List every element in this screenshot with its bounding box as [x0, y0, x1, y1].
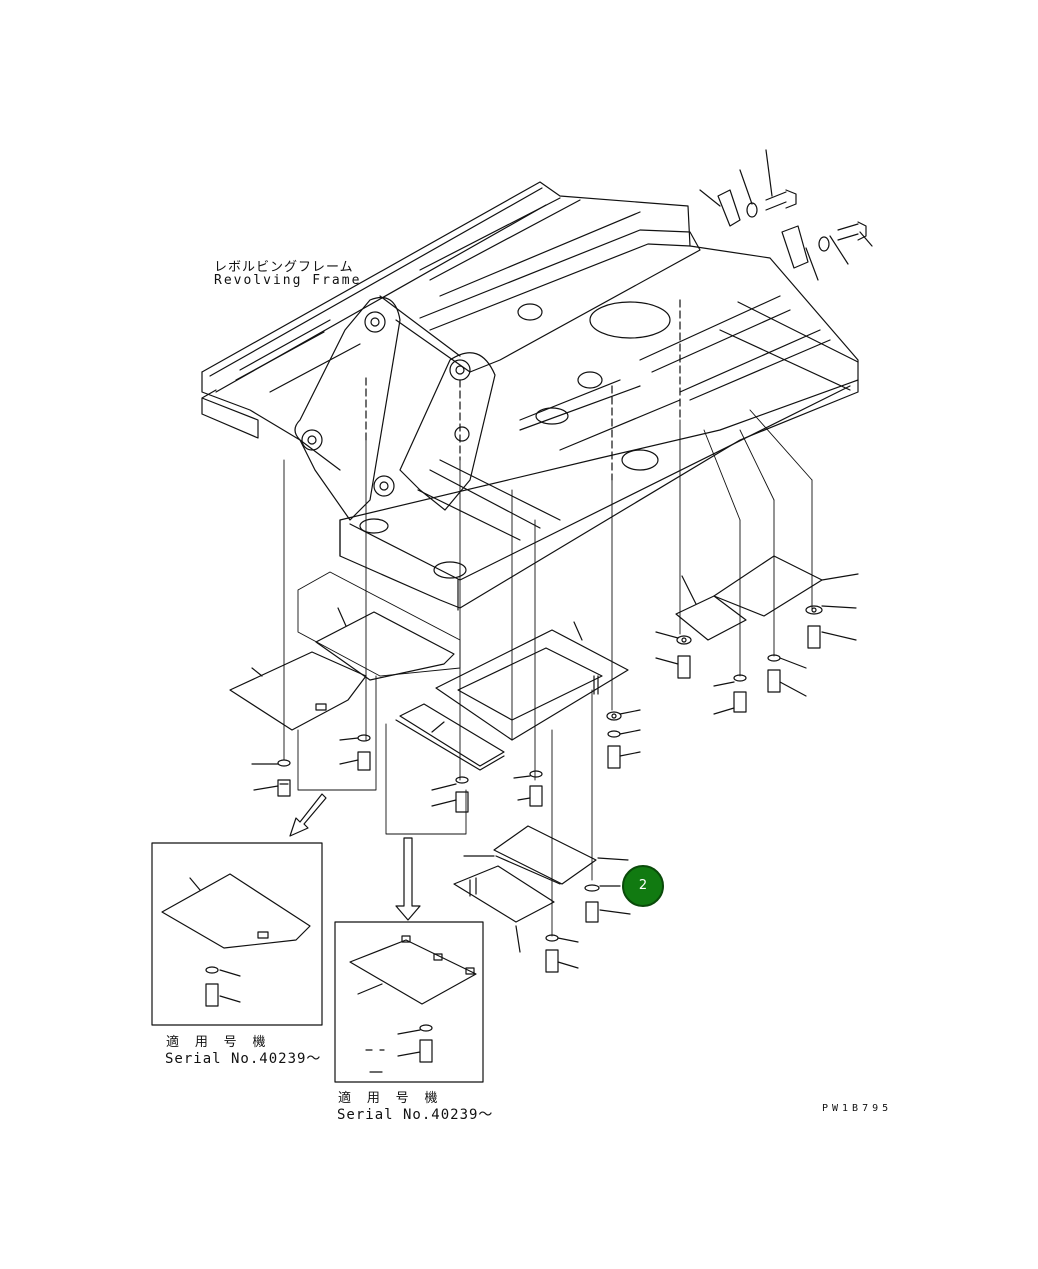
frame-label-japanese: レボルビングフレーム [214, 260, 354, 275]
inset-left [151, 842, 323, 1026]
inset-arrows [289, 793, 421, 921]
inset-right-applicability-label: 適 用 号 機 [338, 1091, 442, 1106]
frame-label-english: Revolving Frame [214, 273, 362, 288]
inset-right [334, 921, 484, 1083]
inset-left-applicability-label: 適 用 号 機 [166, 1035, 270, 1050]
right-cover-plates [675, 555, 859, 641]
inset-left-serial-label: Serial No.40239～ [165, 1051, 322, 1067]
revolving-frame [201, 181, 859, 611]
inset-right-serial-label: Serial No.40239～ [337, 1107, 494, 1123]
alignment-dashed-lines [365, 299, 681, 481]
drawing-code: PW1B795 [822, 1103, 893, 1114]
part-callout-badge[interactable]: 2 [622, 865, 664, 907]
lower-center-plates [453, 825, 629, 953]
left-cover-plates [229, 571, 461, 791]
leader-lines [283, 409, 813, 937]
frame-mount-brackets [699, 149, 873, 281]
bolts-and-washers [251, 605, 857, 973]
